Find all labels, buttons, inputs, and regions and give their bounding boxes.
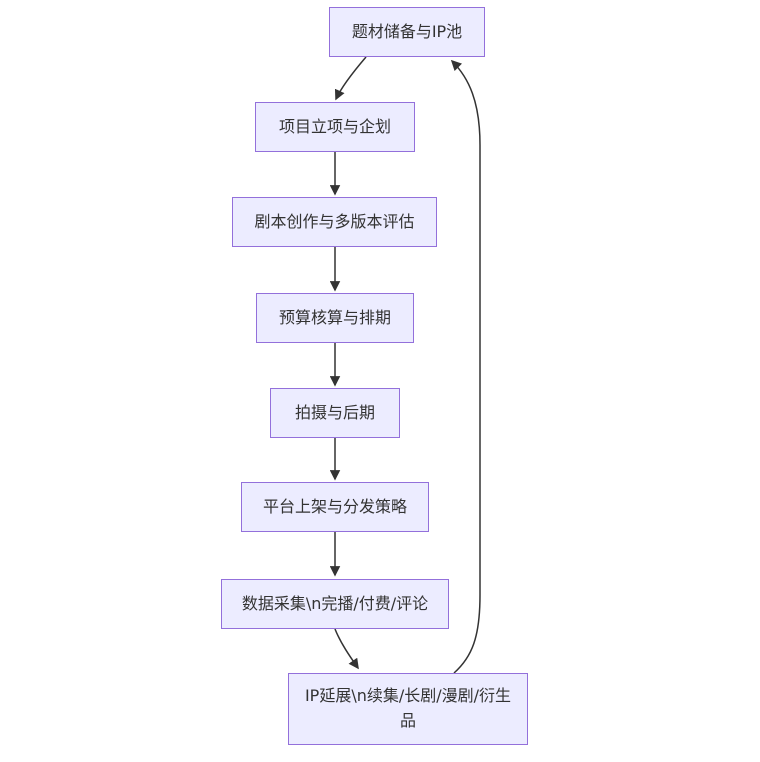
node-budget-scheduling: 预算核算与排期 [256,293,414,343]
node-platform-distribution: 平台上架与分发策略 [241,482,429,532]
edge-topic-to-project [334,56,367,101]
node-topic-reserve-ip-pool: 题材储备与IP池 [329,7,485,57]
node-label: 拍摄与后期 [294,402,375,422]
node-data-collection: 数据采集\n完播/付费/评论 [221,579,449,629]
node-label: 平台上架与分发策略 [262,496,407,516]
edge-data-to-ip [334,628,359,670]
node-label: 题材储备与IP池 [351,21,463,41]
node-label: 数据采集\n完播/付费/评论 [241,593,429,613]
node-script-creation-evaluation: 剧本创作与多版本评估 [232,197,437,247]
node-label: IP延展\n续集/长剧/漫剧/衍生品 [304,686,512,730]
node-label: 剧本创作与多版本评估 [254,211,415,231]
node-project-initiation-planning: 项目立项与企划 [255,102,415,152]
node-label: 预算核算与排期 [278,307,391,327]
node-shooting-post-production: 拍摄与后期 [270,388,400,438]
edge-ip-loop-to-topic [450,59,481,674]
node-label: 项目立项与企划 [278,116,391,136]
node-ip-extension: IP延展\n续集/长剧/漫剧/衍生品 [288,673,528,745]
